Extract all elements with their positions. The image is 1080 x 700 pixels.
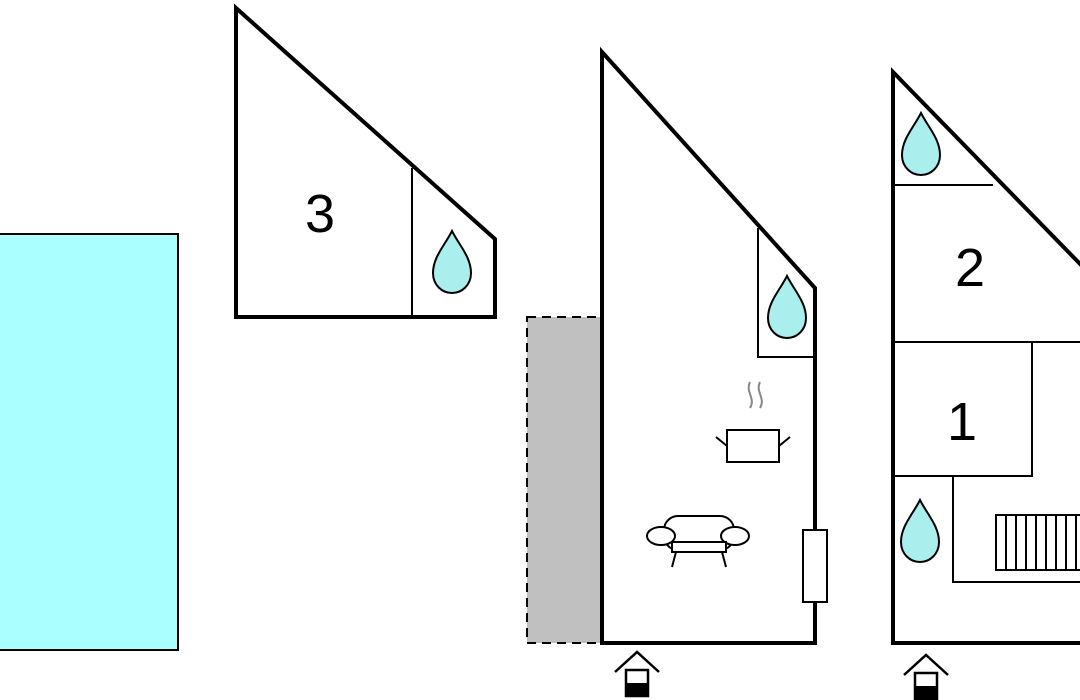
pool [0, 233, 179, 651]
upper-floor-plan: 3 [234, 3, 497, 319]
entrance-house-icon [902, 653, 950, 700]
terrace [526, 316, 602, 644]
sofa-icon [646, 515, 750, 568]
room-number-1: 1 [947, 392, 977, 452]
cooking-pot-icon [715, 381, 791, 463]
right-building-plan: 2 1 [891, 67, 1080, 700]
radiator-icon [995, 514, 1080, 571]
ground-floor-plan [600, 46, 828, 698]
entrance-house-icon [613, 650, 661, 698]
radiator-icon [802, 529, 828, 603]
room-number-2: 2 [955, 238, 985, 298]
room-number-3: 3 [305, 184, 335, 244]
